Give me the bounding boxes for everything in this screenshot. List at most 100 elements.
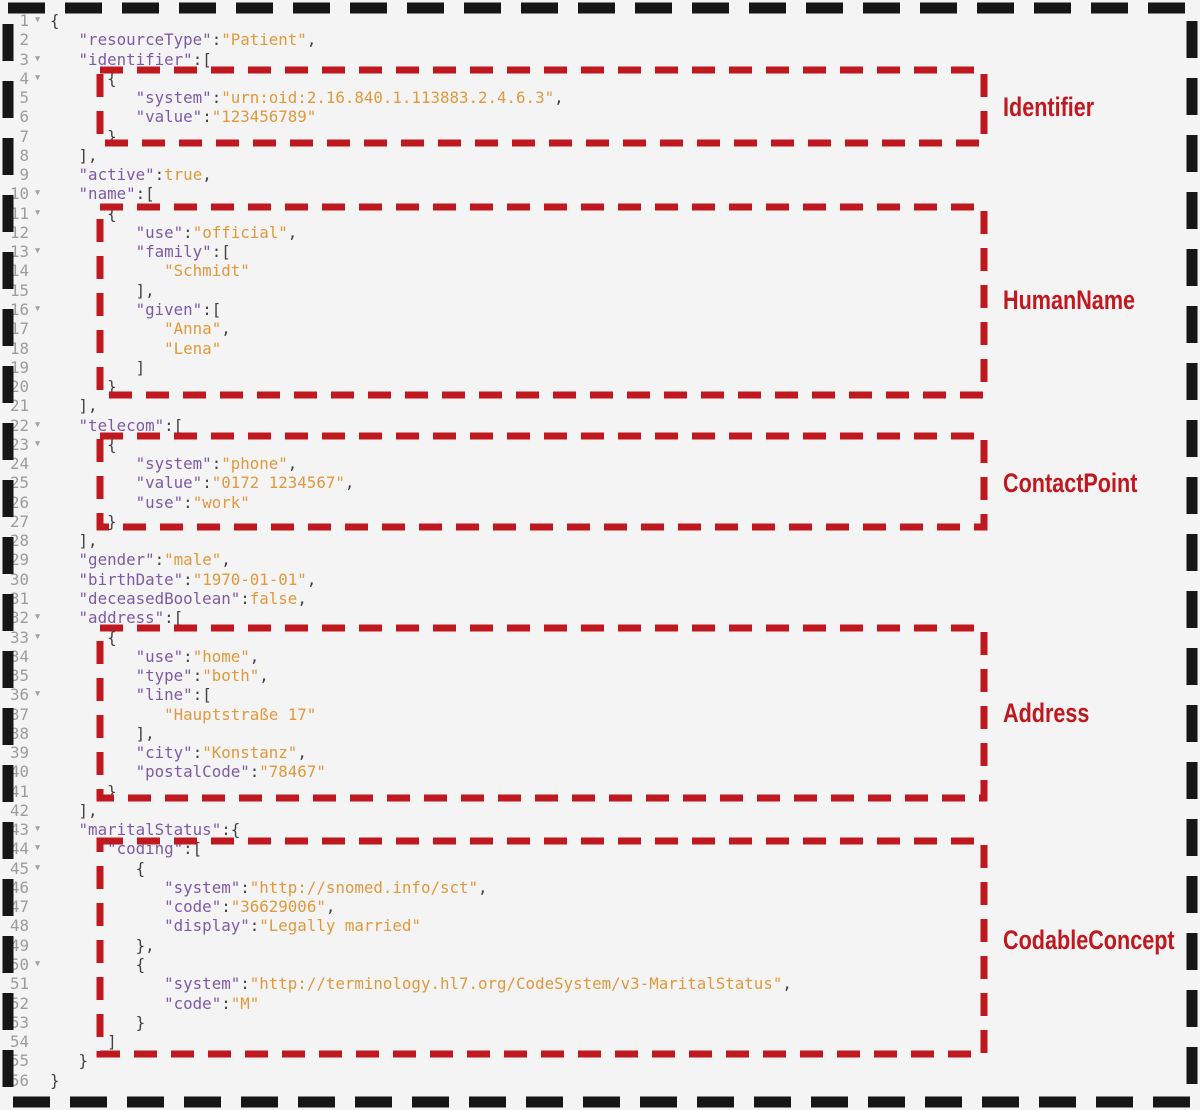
fold-spacer (29, 396, 46, 415)
json-key: "use" (135, 646, 184, 666)
code-text[interactable]: "gender":"male", (46, 550, 231, 569)
code-text[interactable]: "telecom":[ (46, 416, 184, 435)
fold-arrow-icon[interactable]: ▼ (34, 207, 41, 218)
line-number: 22 (9, 415, 29, 435)
fold-arrow-icon[interactable]: ▼ (34, 689, 41, 700)
code-text[interactable]: "city":"Konstanz", (46, 743, 307, 762)
code-line: 48 "display":"Legally married" (2, 916, 982, 935)
code-text[interactable]: "Hauptstraße 17" (46, 705, 316, 724)
json-punctuation (50, 242, 136, 261)
fold-arrow-icon[interactable]: ▼ (34, 824, 41, 835)
fold-arrow-icon[interactable]: ▼ (34, 188, 41, 199)
fold-arrow-icon[interactable]: ▼ (34, 438, 41, 449)
code-text[interactable]: ], (46, 396, 98, 415)
fold-spacer (29, 107, 46, 126)
code-line: 4▼ { (2, 69, 982, 88)
code-text[interactable]: { (46, 11, 60, 30)
json-key: "postalCode" (135, 762, 250, 782)
code-text[interactable]: "deceasedBoolean":false, (46, 589, 307, 608)
code-text[interactable]: "identifier":[ (46, 50, 212, 69)
fold-arrow-icon[interactable]: ▼ (34, 15, 41, 25)
fold-arrow-icon[interactable]: ▼ (34, 862, 41, 873)
code-text[interactable]: { (46, 628, 117, 647)
code-text[interactable]: "address":[ (46, 608, 184, 627)
code-text[interactable]: "postalCode":"78467" (46, 762, 326, 781)
code-text[interactable]: "system":"urn:oid:2.16.840.1.113883.2.4.… (46, 88, 564, 107)
code-text[interactable]: "code":"M" (46, 994, 259, 1013)
line-number: 2 (19, 30, 29, 50)
code-text[interactable]: ] (46, 358, 146, 377)
code-text[interactable]: "name":[ (46, 184, 155, 203)
fold-spacer (29, 473, 46, 492)
fold-spacer (29, 281, 46, 300)
fold-arrow-icon[interactable]: ▼ (34, 419, 41, 430)
code-text[interactable]: "given":[ (46, 300, 222, 319)
line-number: 52 (9, 993, 29, 1013)
annotation-label-address: Address (1003, 698, 1090, 728)
fold-arrow-icon[interactable]: ▼ (34, 612, 41, 623)
fold-arrow-icon[interactable]: ▼ (34, 959, 41, 970)
fold-arrow-icon[interactable]: ▼ (34, 246, 41, 257)
code-text[interactable]: } (46, 782, 117, 801)
code-text[interactable]: "Lena" (46, 339, 221, 358)
json-punctuation: : (211, 30, 222, 50)
code-text[interactable]: "value":"123456789" (46, 107, 317, 126)
code-text[interactable]: { (46, 69, 117, 88)
fold-spacer (29, 454, 46, 473)
fold-arrow-icon[interactable]: ▼ (34, 53, 41, 64)
code-text[interactable]: "code":"36629006", (46, 897, 335, 916)
code-text[interactable]: ], (46, 801, 98, 820)
code-text[interactable]: } (46, 1071, 60, 1090)
code-line: 51 "system":"http://terminology.hl7.org/… (2, 974, 982, 993)
json-punctuation: , (478, 877, 488, 897)
json-string-value: "Konstanz" (202, 743, 298, 763)
code-text[interactable]: "coding":[ (46, 839, 202, 858)
json-code-editor: 1▼{2 "resourceType":"Patient",3▼ "identi… (2, 11, 982, 1090)
code-text[interactable]: "use":"home", (46, 646, 260, 666)
code-text[interactable]: ], (46, 146, 98, 165)
code-text[interactable]: "maritalStatus":{ (46, 820, 241, 839)
code-text[interactable]: "system":"http://snomed.info/sct", (46, 877, 488, 897)
code-text[interactable]: "active":true, (46, 165, 212, 184)
code-text[interactable]: "resourceType":"Patient", (46, 30, 317, 50)
code-text[interactable]: "birthDate":"1970-01-01", (46, 570, 317, 589)
json-punctuation (50, 897, 164, 916)
code-text[interactable]: ], (46, 531, 98, 550)
code-text[interactable]: "system":"phone", (46, 454, 298, 473)
code-text[interactable]: "use":"work" (46, 493, 250, 512)
fold-spacer (29, 30, 46, 49)
fold-arrow-icon[interactable]: ▼ (34, 843, 41, 854)
code-text[interactable]: "family":[ (46, 242, 231, 261)
code-text[interactable]: ], (46, 281, 155, 300)
code-text[interactable]: "type":"both", (46, 666, 269, 685)
fold-arrow-icon[interactable]: ▼ (34, 303, 41, 314)
code-text[interactable]: { (46, 435, 117, 454)
code-text[interactable]: } (46, 1051, 89, 1070)
json-punctuation: : (154, 165, 165, 185)
json-punctuation (50, 30, 79, 49)
fold-arrow-icon[interactable]: ▼ (34, 72, 41, 83)
code-text[interactable]: ], (46, 724, 155, 743)
code-text[interactable]: "value":"0172 1234567", (46, 473, 355, 492)
line-number: 5 (19, 88, 29, 108)
code-text[interactable]: } (46, 1013, 146, 1032)
code-text[interactable]: "Anna", (46, 319, 231, 338)
code-text[interactable]: "use":"official", (46, 222, 298, 242)
code-text[interactable]: "system":"http://terminology.hl7.org/Cod… (46, 974, 792, 993)
code-text[interactable]: { (46, 859, 146, 878)
code-text[interactable]: "Schmidt" (46, 261, 250, 280)
line-number: 23 (9, 434, 29, 454)
code-text[interactable]: "line":[ (46, 685, 212, 704)
annotation-label-humanname: HumanName (1003, 285, 1136, 315)
code-text[interactable]: { (46, 955, 146, 974)
fold-arrow-icon[interactable]: ▼ (34, 631, 41, 642)
json-punctuation: : (183, 222, 193, 242)
code-text[interactable]: "display":"Legally married" (46, 916, 421, 935)
code-text[interactable]: }, (46, 936, 155, 955)
code-text[interactable]: } (46, 512, 117, 531)
code-text[interactable]: { (46, 204, 117, 223)
code-text[interactable]: } (46, 377, 117, 396)
code-text[interactable]: } (46, 127, 117, 146)
json-punctuation: ], (50, 396, 98, 416)
code-text[interactable]: ] (46, 1032, 117, 1051)
